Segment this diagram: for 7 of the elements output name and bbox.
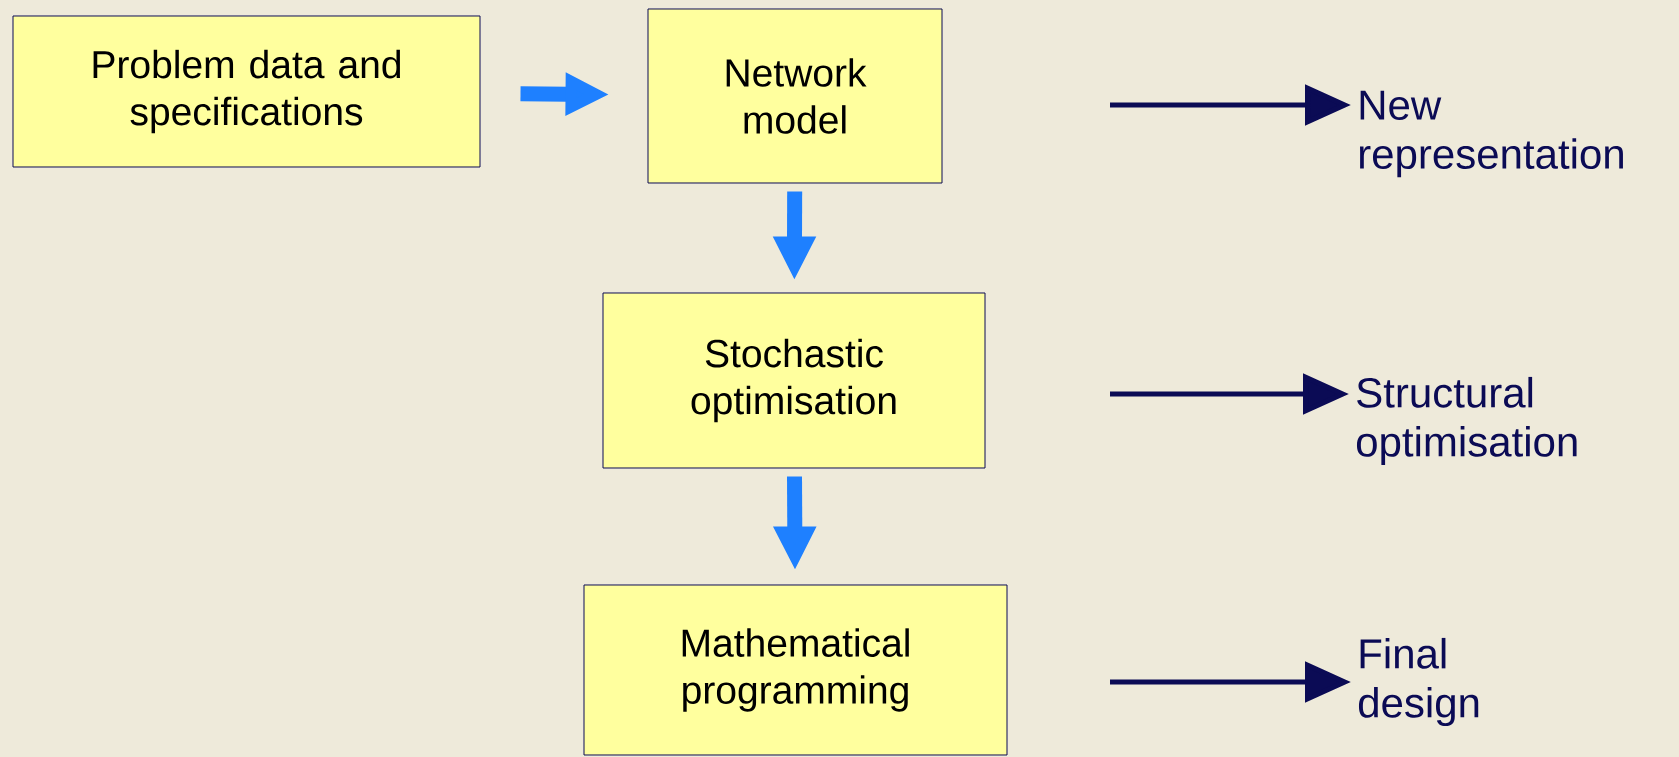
result-text: Final design	[1358, 637, 1479, 727]
result-text: New representation	[1360, 90, 1623, 178]
process-box: Network model	[647, 8, 943, 184]
process-box: Mathematical programming	[583, 584, 1008, 756]
process-box: Problem data and specifications	[12, 15, 481, 168]
process-box: Stochastic optimisation	[602, 292, 986, 469]
result-text: Structural optimisation	[1356, 376, 1577, 466]
